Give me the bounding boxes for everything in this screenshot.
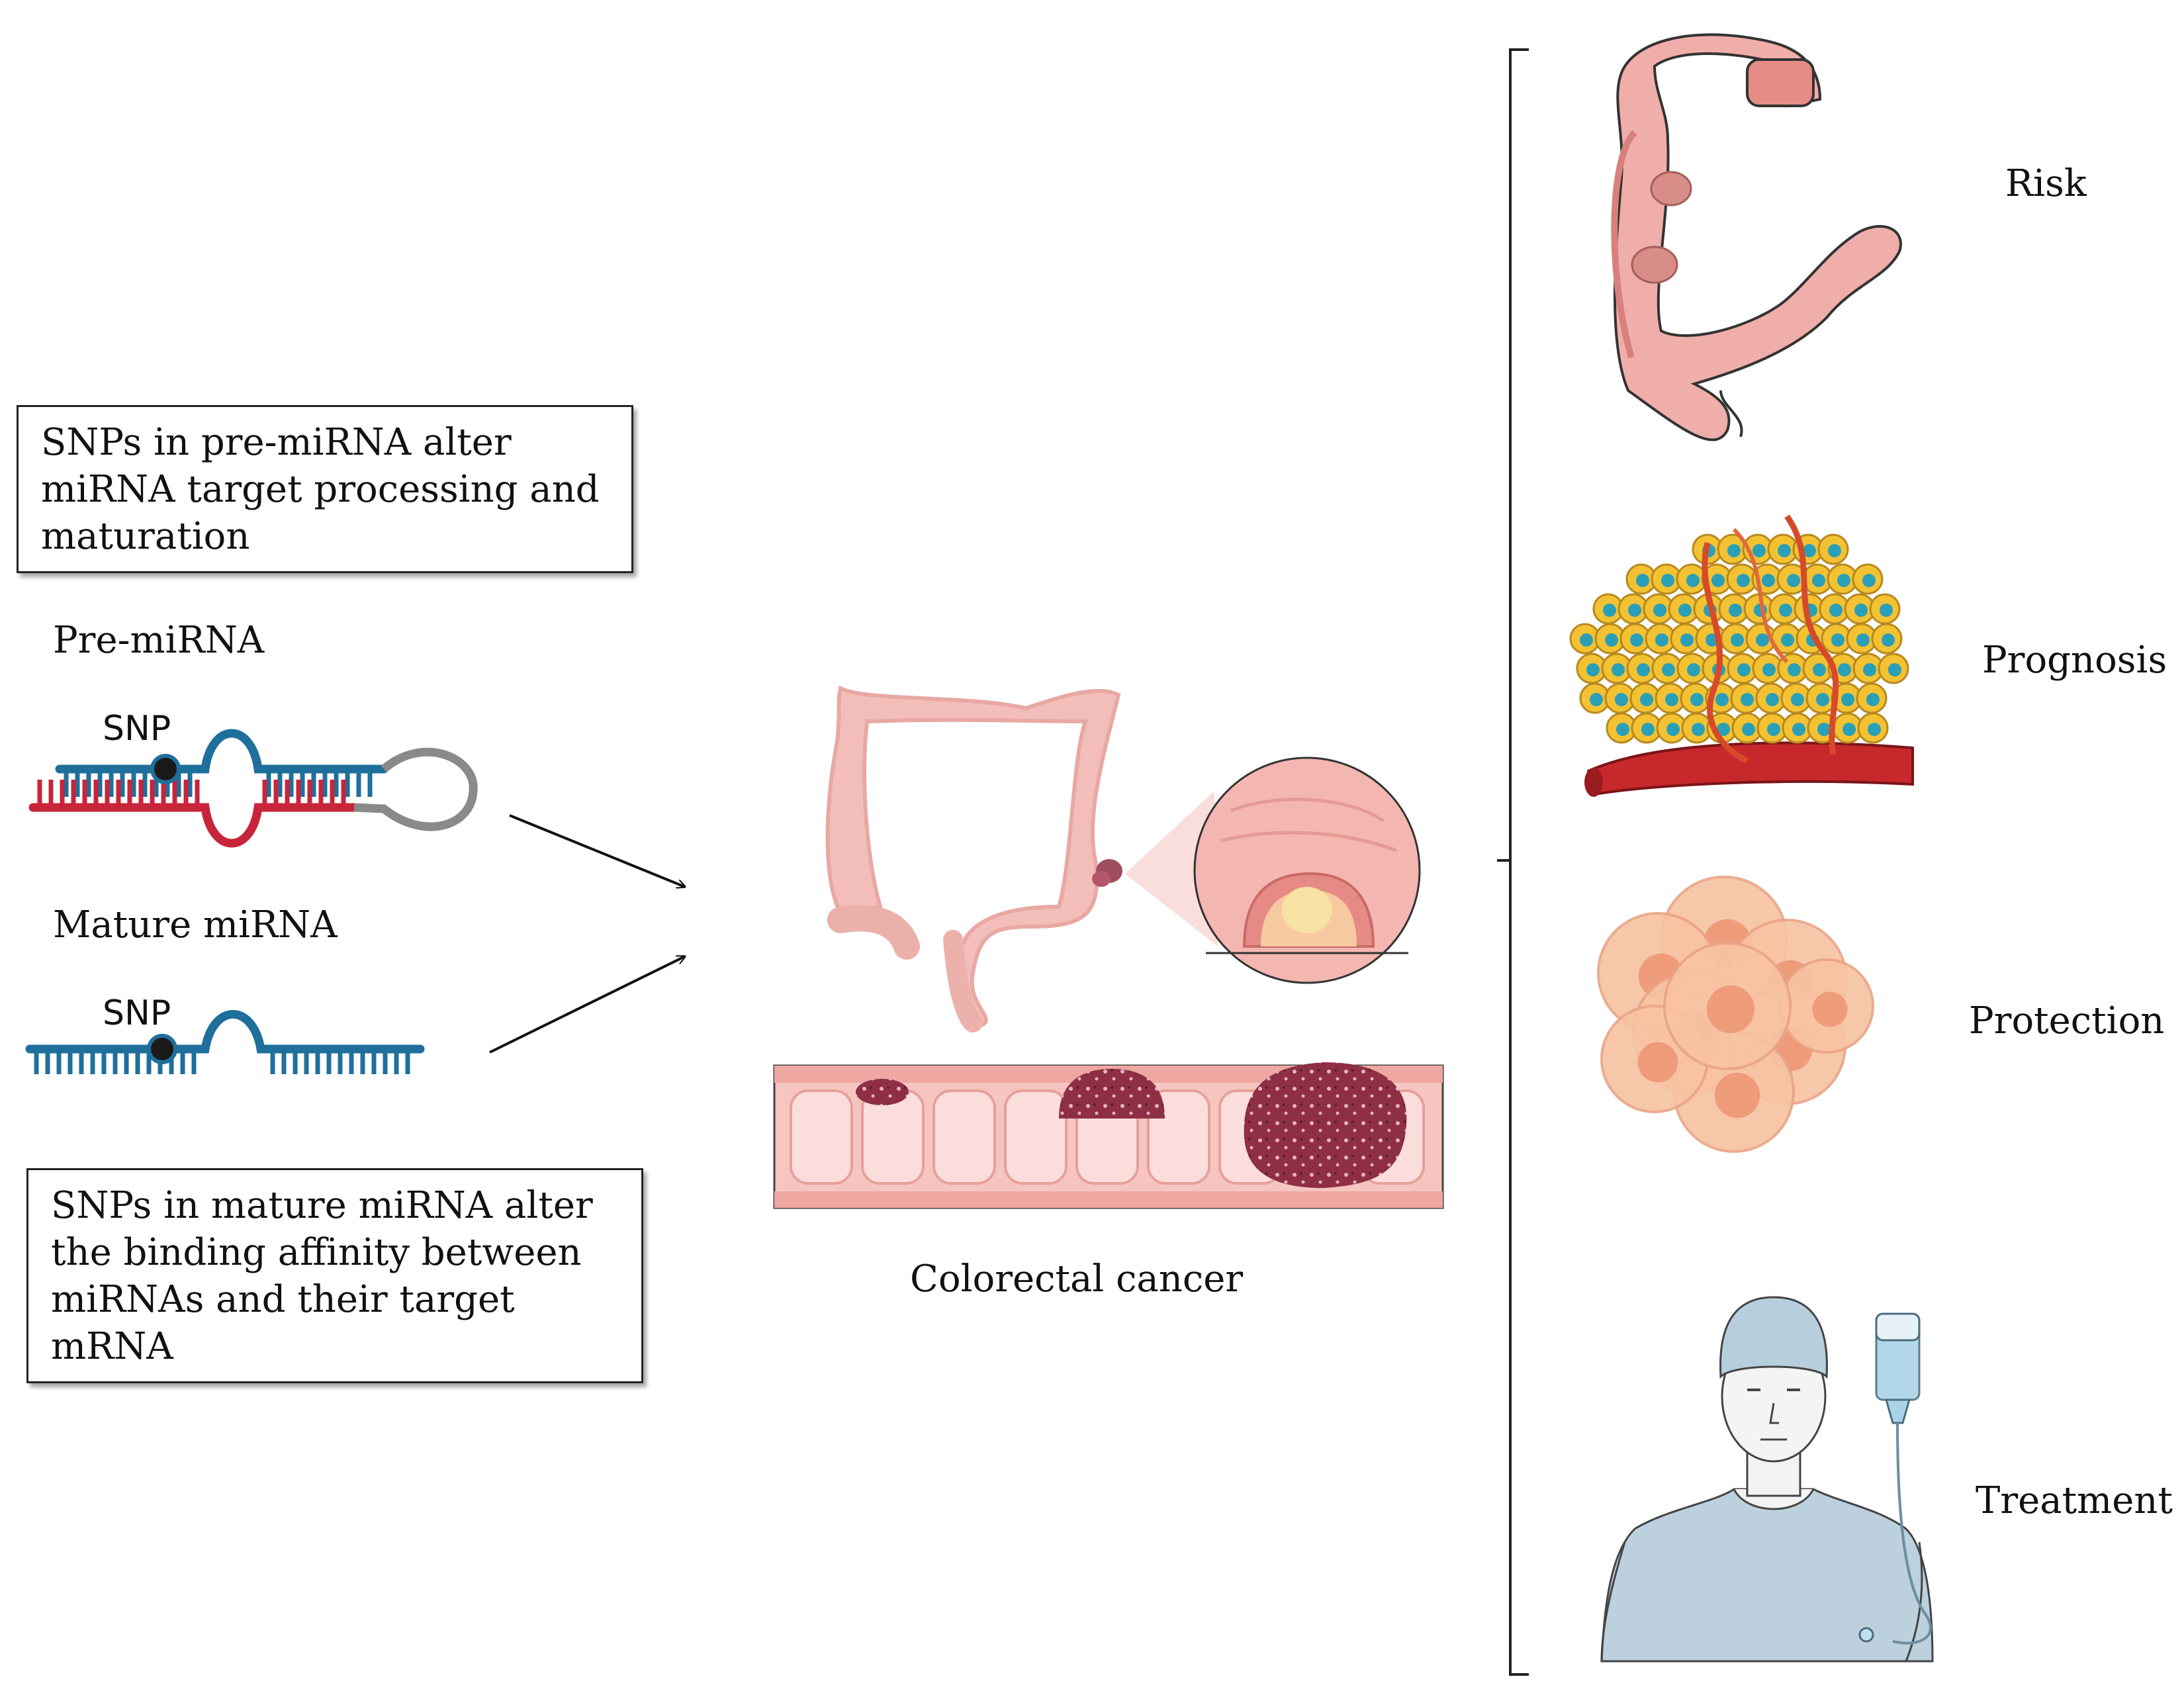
mature-mirna-label: Mature miRNA xyxy=(53,903,338,946)
colorectal-cancer-label: Colorectal cancer xyxy=(910,1258,1244,1301)
snp-marker xyxy=(147,1034,177,1064)
cell-cluster-icon xyxy=(1597,876,1874,1153)
mature-mirna-effect-box: SNPs in mature miRNA alter the binding a… xyxy=(26,1168,643,1383)
outcome-prognosis: Prognosis xyxy=(1982,639,2167,682)
intestine-polyps-icon xyxy=(773,1062,1444,1209)
outcome-risk: Risk xyxy=(2005,162,2087,205)
tumor-cells-icon xyxy=(1569,514,1914,797)
outcome-bracket xyxy=(1497,48,1529,1676)
snp-label-pre: SNP xyxy=(103,709,171,749)
outcome-protection: Protection xyxy=(1969,999,2165,1042)
colon-icon xyxy=(825,685,1122,1032)
pre-mirna-label: Pre-miRNA xyxy=(53,619,265,662)
snp-marker xyxy=(150,754,181,784)
arrow-pre-to-crc xyxy=(509,814,685,887)
pre-mirna-effect-text: SNPs in pre-miRNA alter miRNA target pro… xyxy=(41,421,600,558)
mature-mirna-effect-text: SNPs in mature miRNA alter the binding a… xyxy=(51,1184,593,1368)
pre-mirna-effect-box: SNPs in pre-miRNA alter miRNA target pro… xyxy=(17,405,633,573)
arrow-mature-to-crc xyxy=(489,955,685,1054)
pre-mirna-hairpin-icon xyxy=(28,729,478,848)
colon-large-icon xyxy=(1611,33,1902,441)
snp-label-mature: SNP xyxy=(103,993,171,1033)
outcome-treatment: Treatment xyxy=(1976,1479,2173,1522)
tumor-zoom-callout xyxy=(1125,756,1421,984)
patient-iv-icon xyxy=(1600,1296,1934,1663)
mature-mirna-icon xyxy=(25,1010,425,1074)
